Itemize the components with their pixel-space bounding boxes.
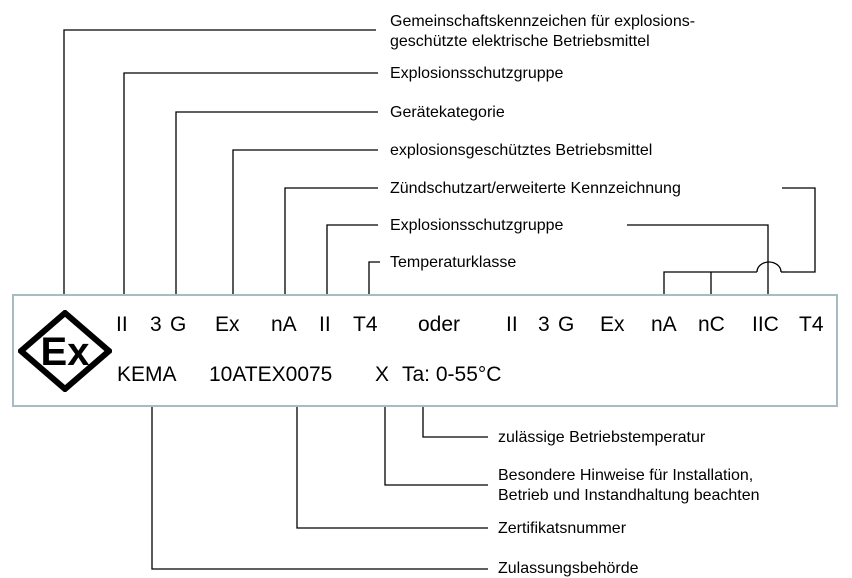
plate-category-letter: G bbox=[170, 313, 187, 336]
plate-temp-class: T4 bbox=[353, 313, 378, 336]
leader-gas-group bbox=[627, 224, 769, 312]
plate-alt-temp-class: T4 bbox=[799, 313, 824, 336]
plate-special: X bbox=[375, 363, 390, 386]
label-temperature-class: Temperaturklasse bbox=[390, 254, 517, 271]
plate-certificate: 10ATEX0075 bbox=[209, 363, 333, 386]
plate-category-num: 3 bbox=[150, 313, 162, 336]
marking-plate bbox=[12, 294, 838, 407]
leader-authority bbox=[151, 402, 488, 570]
plate-alt-protection-2: nC bbox=[698, 313, 725, 336]
plate-or: oder bbox=[418, 313, 461, 336]
plate-authority: KEMA bbox=[117, 363, 177, 386]
leader-explosion-group-1 bbox=[123, 72, 378, 312]
plate-group-2: II bbox=[319, 313, 331, 336]
plate-alt-ex: Ex bbox=[600, 313, 625, 336]
leader-permitted-temp bbox=[422, 402, 488, 438]
label-permitted-temp: zulässige Betriebstemperatur bbox=[498, 429, 706, 446]
plate-group: II bbox=[116, 313, 128, 336]
ex-logo: Ex bbox=[18, 310, 112, 392]
plate-alt-gas-group: IIC bbox=[752, 313, 779, 336]
leader-certificate bbox=[296, 402, 488, 529]
plate-alt-category-letter: G bbox=[558, 313, 575, 336]
label-special-notes-2: Betrieb und Instandhaltung beachten bbox=[498, 487, 760, 504]
leader-ignition-protection bbox=[284, 187, 378, 312]
leader-explosion-group-2 bbox=[326, 224, 378, 312]
label-explosion-group-1: Explosionsschutzgruppe bbox=[390, 65, 564, 82]
label-explosion-group-2: Explosionsschutzgruppe bbox=[390, 217, 564, 234]
label-ex-equipment: explosionsgeschütztes Betriebsmittel bbox=[390, 142, 653, 159]
label-ignition-protection: Zündschutzart/erweiterte Kennzeichnung bbox=[390, 180, 681, 197]
label-device-category: Gerätekategorie bbox=[390, 104, 505, 121]
plate-ambient: Ta: 0-55°C bbox=[402, 363, 502, 386]
plate-protection: nA bbox=[271, 313, 297, 336]
leader-community-mark bbox=[63, 29, 376, 312]
leader-ignition-right bbox=[782, 187, 816, 273]
label-certificate-number: Zertifikatsnummer bbox=[498, 520, 627, 537]
label-special-notes-1: Besondere Hinweise für Installation, bbox=[498, 467, 754, 484]
label-approval-authority: Zulassungsbehörde bbox=[498, 560, 639, 577]
plate-alt-protection-1: nA bbox=[651, 313, 677, 336]
plate-ex: Ex bbox=[215, 313, 240, 336]
leader-device-category bbox=[175, 111, 378, 312]
leader-ex-equipment bbox=[232, 149, 378, 312]
label-community-mark-2: geschützte elektrische Betriebsmittel bbox=[390, 33, 650, 50]
leader-special-notes bbox=[384, 402, 488, 486]
label-community-mark-1: Gemeinschaftskennzeichen für explosions- bbox=[390, 13, 696, 30]
plate-alt-category-num: 3 bbox=[538, 313, 550, 336]
plate-alt-group: II bbox=[506, 313, 518, 336]
ex-logo-text: Ex bbox=[41, 330, 90, 374]
